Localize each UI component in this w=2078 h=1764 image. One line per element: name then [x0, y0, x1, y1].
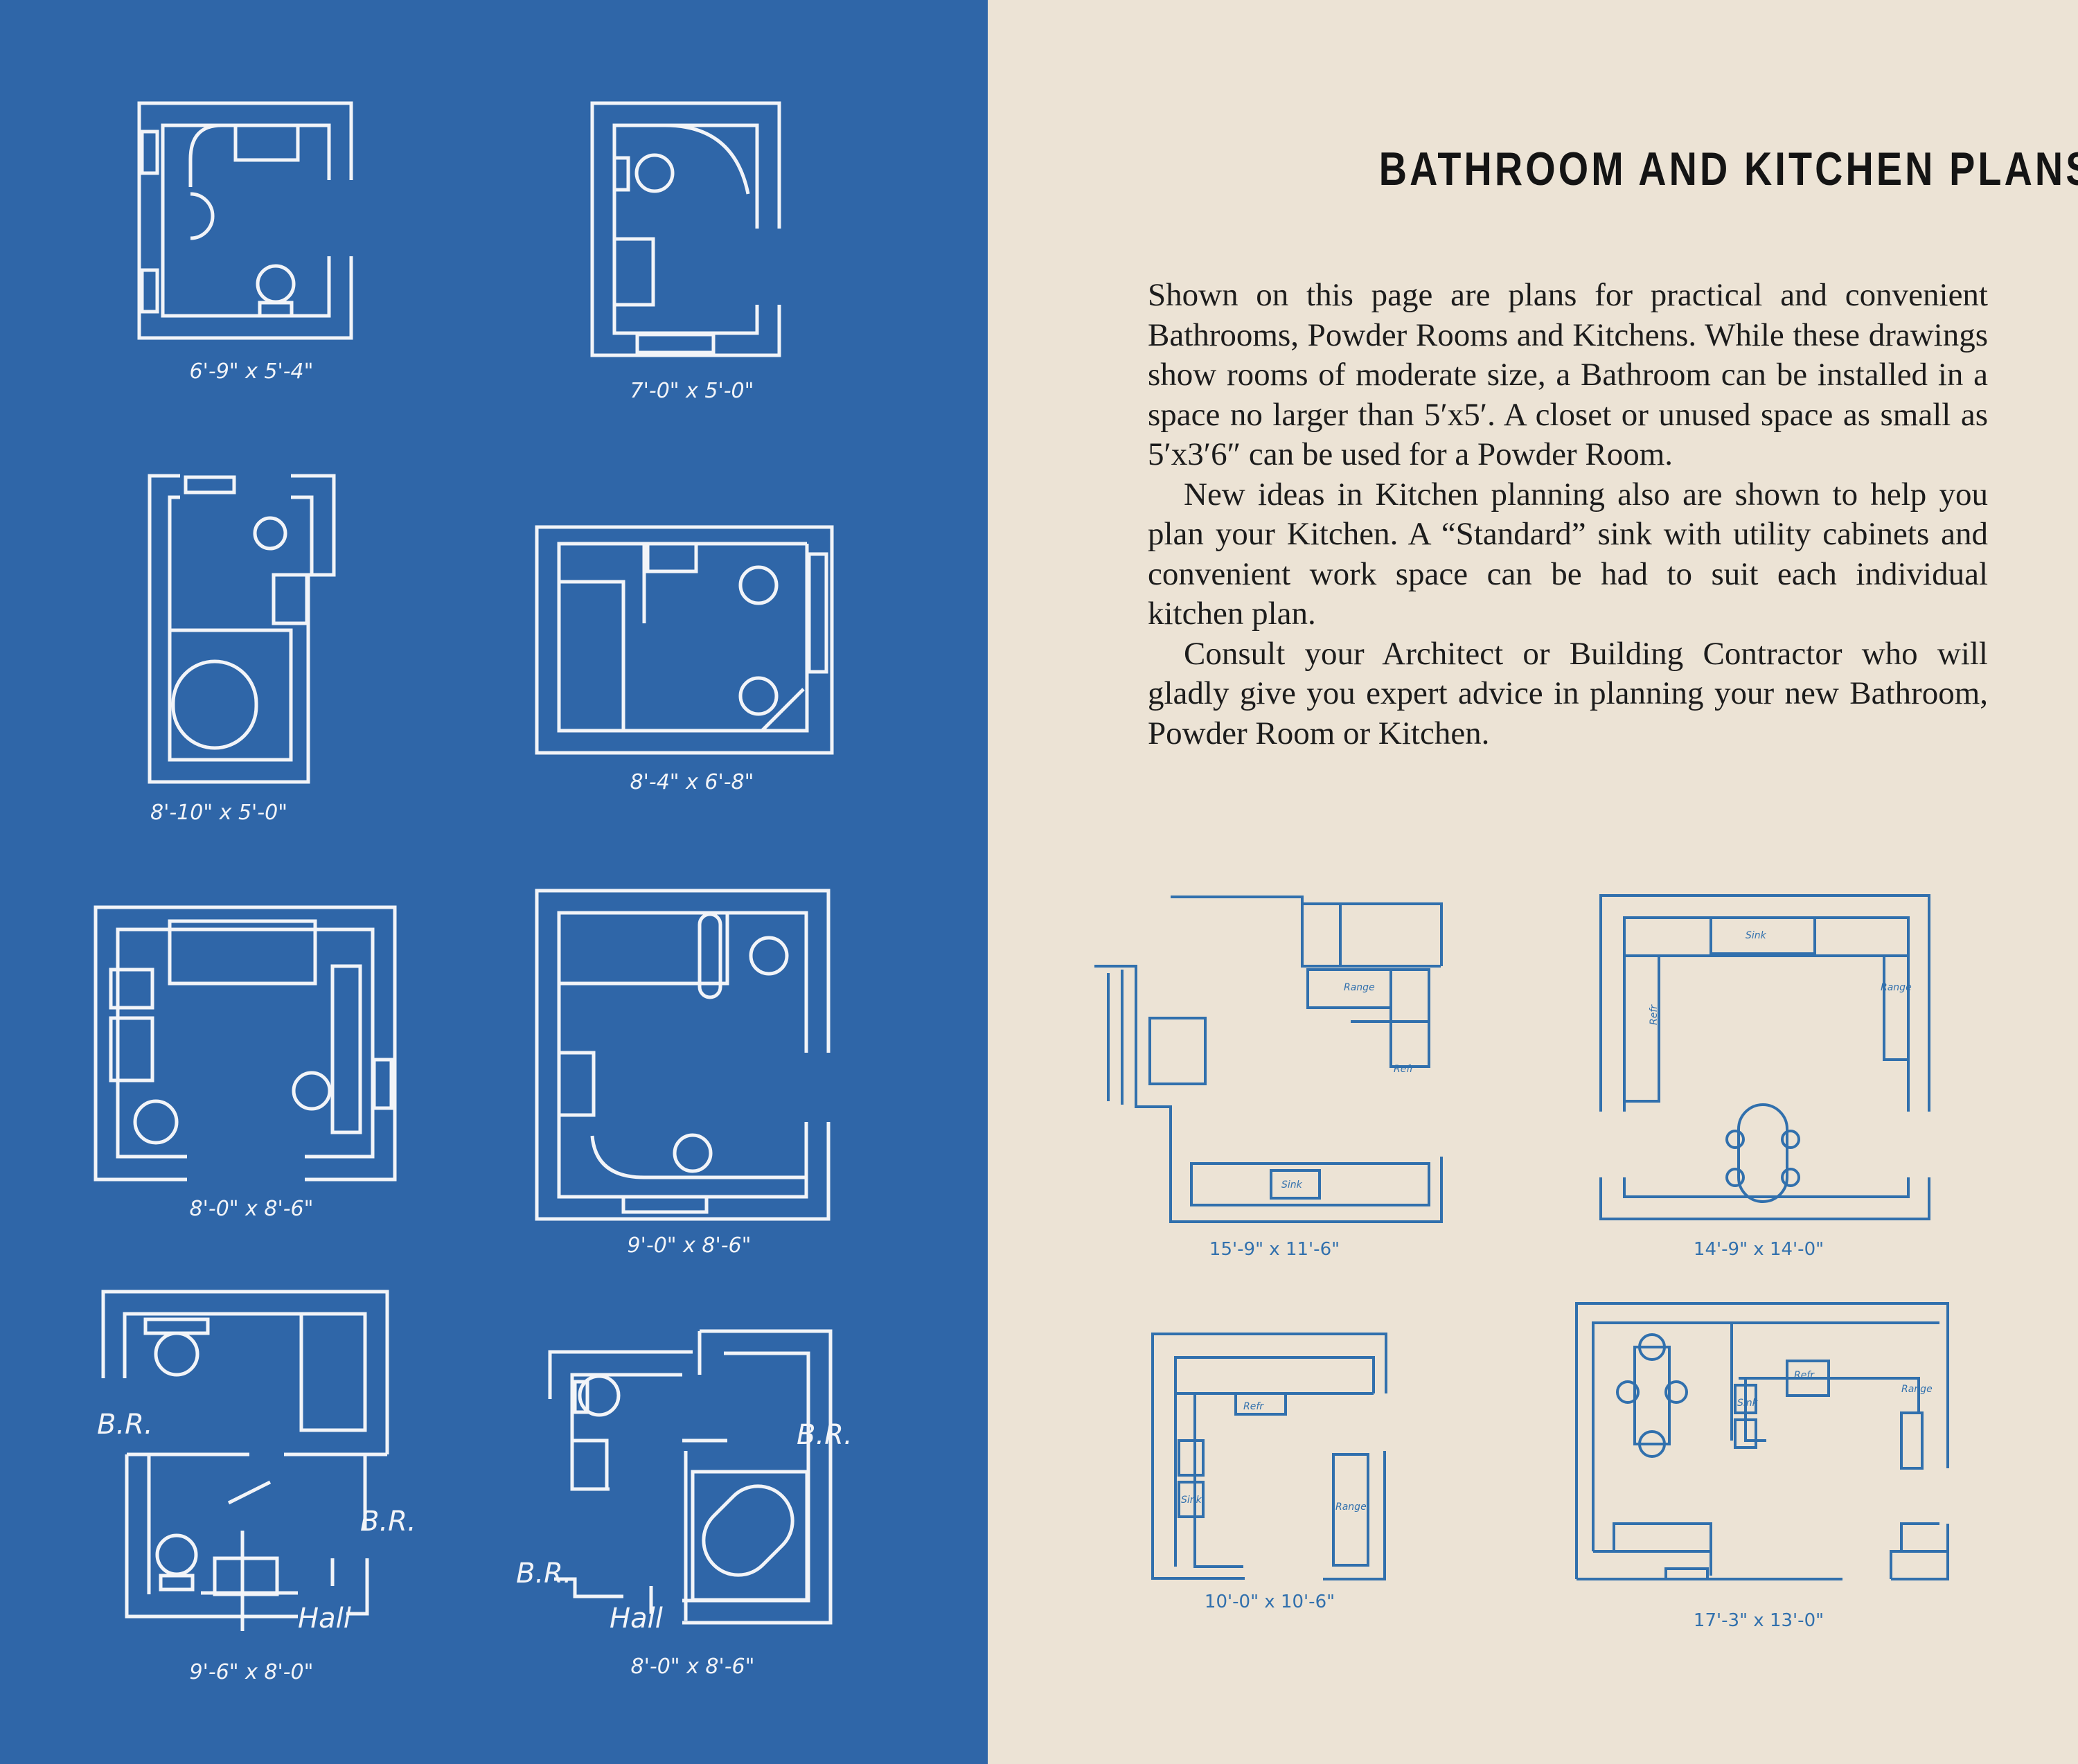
blueprint-panel: [0, 0, 988, 1764]
bathroom-plan-2: 7'-0" x 5'-0": [590, 101, 781, 403]
bathroom-plan-1: 6'-9" x 5'-4": [137, 101, 353, 384]
room-label: Hall: [610, 1603, 663, 1634]
bathroom-plan-7: B.R. B.R. Hall 9'-6" x 8'-0": [97, 1290, 416, 1684]
room-label: B.R.: [97, 1409, 153, 1441]
plan-size-label: 8'-10" x 5'-0": [150, 801, 287, 825]
appliance-label: Refr: [1394, 1064, 1414, 1075]
appliance-label: Sink: [1181, 1495, 1202, 1506]
plan-size-label: 10'-0" x 10'-6": [1205, 1592, 1335, 1612]
body-text: Shown on this page are plans for practic…: [1148, 276, 1988, 754]
plan-size-label: 17'-3" x 13'-0": [1694, 1610, 1824, 1631]
room-label: B.R.: [516, 1558, 572, 1589]
appliance-label: Sink: [1746, 930, 1767, 941]
plan-size-label: 15'-9" x 11'-6": [1209, 1239, 1340, 1260]
bathroom-plan-6: 9'-0" x 8'-6": [535, 889, 831, 1258]
appliance-label: Refr: [1649, 1004, 1660, 1025]
appliance-label: Range: [1901, 1384, 1933, 1395]
plan-size-label: 8'-0" x 8'-6": [631, 1655, 755, 1679]
bathroom-plan-8: B.R. B.R. Hall 8'-0" x 8'-6": [516, 1329, 853, 1679]
plan-size-label: 8'-4" x 6'-8": [630, 770, 754, 794]
appliance-label: Range: [1335, 1502, 1367, 1513]
plan-size-label: 9'-6" x 8'-0": [190, 1660, 314, 1684]
kitchen-plan-1: Range Refr Sink 15'-9" x 11'-6": [1094, 896, 1443, 1260]
page-title: BATHROOM AND KITCHEN PLANS: [1378, 143, 2078, 195]
kitchen-plan-4: Refr Range Sink 17'-3" x 13'-0": [1575, 1302, 1949, 1631]
bathroom-plan-5: 8'-0" x 8'-6": [94, 905, 397, 1221]
appliance-label: Range: [1344, 982, 1375, 993]
appliance-label: Refr: [1243, 1401, 1264, 1412]
paragraph: Shown on this page are plans for practic…: [1148, 277, 1988, 472]
room-label: B.R.: [360, 1506, 416, 1538]
bathroom-plan-3: 8'-10" x 5'-0": [148, 474, 336, 825]
room-label: B.R.: [797, 1419, 853, 1451]
kitchen-plan-2: Sink Range Refr 14'-9" x 14'-0": [1599, 894, 1930, 1260]
paragraph: New ideas in Kitchen planning also are s…: [1148, 476, 1988, 632]
appliance-label: Sink: [1281, 1179, 1303, 1191]
text-panel: [988, 0, 2078, 1764]
plan-size-label: 8'-0" x 8'-6": [190, 1197, 314, 1221]
appliance-label: Range: [1881, 982, 1912, 993]
appliance-label: Refr: [1794, 1370, 1815, 1381]
bathroom-plan-4: 8'-4" x 6'-8": [535, 525, 834, 794]
appliance-label: Sink: [1737, 1398, 1759, 1409]
paragraph: Consult your Architect or Building Contr…: [1148, 635, 1988, 751]
plan-size-label: 6'-9" x 5'-4": [190, 359, 314, 384]
room-label: Hall: [298, 1603, 351, 1634]
plan-size-label: 14'-9" x 14'-0": [1694, 1239, 1824, 1260]
plan-size-label: 7'-0" x 5'-0": [630, 379, 754, 403]
plan-size-label: 9'-0" x 8'-6": [628, 1233, 752, 1258]
kitchen-plan-3: Refr Sink Range 10'-0" x 10'-6": [1151, 1333, 1387, 1612]
